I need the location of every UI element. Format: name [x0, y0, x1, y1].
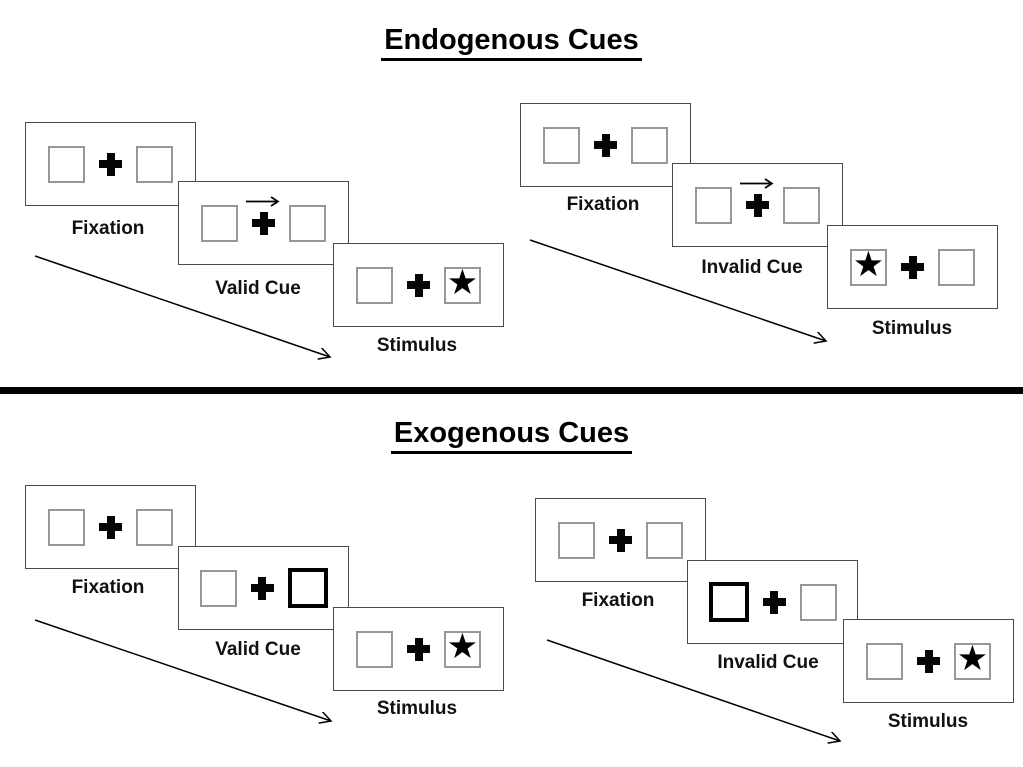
cue-direction-arrow-icon	[246, 195, 280, 207]
panel-label: Fixation	[71, 577, 145, 598]
left-box	[866, 642, 903, 680]
fixation-cross-icon	[594, 133, 617, 157]
section-title-exogenous: Exogenous Cues	[0, 417, 1023, 454]
left-box	[48, 508, 85, 546]
panel-label: Valid Cue	[215, 278, 301, 299]
right-box	[287, 568, 328, 608]
left-box	[356, 630, 393, 668]
fixation-cross-icon	[99, 152, 122, 176]
fixation-cross-icon	[762, 590, 786, 614]
panel-label: Valid Cue	[215, 639, 301, 660]
fixation-panel	[25, 485, 196, 569]
panel-label: Stimulus	[887, 711, 969, 732]
left-box	[201, 204, 238, 242]
right-box	[136, 508, 173, 546]
stimulus-panel: ★	[333, 607, 504, 691]
stimulus-panel: ★	[843, 619, 1014, 703]
right-box	[289, 204, 326, 242]
timeline-arrow	[34, 255, 330, 357]
panel-label: Invalid Cue	[701, 257, 803, 278]
left-box	[199, 569, 237, 607]
panel-label: Stimulus	[871, 318, 953, 339]
cue-panel	[687, 560, 858, 644]
fixation-panel	[520, 103, 691, 187]
fixation-cross-icon	[250, 576, 274, 600]
left-box	[558, 521, 595, 559]
left-box	[543, 126, 580, 164]
right-box: ★	[444, 630, 481, 668]
fixation-cross-icon	[609, 528, 632, 552]
cue-direction-arrow-icon	[740, 177, 774, 189]
cue-panel	[178, 181, 349, 265]
timeline-arrow	[34, 619, 331, 721]
cue-panel	[672, 163, 843, 247]
right-box	[799, 583, 837, 621]
fixation-cross-icon	[407, 273, 430, 297]
section-divider	[0, 387, 1023, 394]
left-box: ★	[850, 248, 887, 286]
right-box	[631, 126, 668, 164]
right-box	[136, 145, 173, 183]
section-title-endogenous: Endogenous Cues	[0, 24, 1023, 61]
left-box	[708, 582, 749, 622]
panel-label: Fixation	[581, 590, 655, 611]
right-box: ★	[954, 642, 991, 680]
fixation-cross-icon	[99, 515, 122, 539]
right-box	[938, 248, 975, 286]
stimulus-panel: ★	[333, 243, 504, 327]
right-box: ★	[444, 266, 481, 304]
fixation-cross-icon	[901, 255, 924, 279]
fixation-cross-icon	[252, 211, 275, 235]
left-box	[356, 266, 393, 304]
fixation-panel	[25, 122, 196, 206]
panel-label: Fixation	[566, 194, 640, 215]
fixation-cross-icon	[917, 649, 940, 673]
timeline-arrow	[546, 639, 840, 741]
panel-label: Fixation	[71, 218, 145, 239]
right-box	[646, 521, 683, 559]
left-box	[48, 145, 85, 183]
right-box	[783, 186, 820, 224]
panel-label: Invalid Cue	[717, 652, 819, 673]
stimulus-panel: ★	[827, 225, 998, 309]
panel-label: Stimulus	[376, 698, 458, 719]
left-box	[695, 186, 732, 224]
panel-label: Stimulus	[376, 335, 458, 356]
fixation-cross-icon	[407, 637, 430, 661]
timeline-arrow	[529, 239, 826, 341]
fixation-panel	[535, 498, 706, 582]
fixation-cross-icon	[746, 193, 769, 217]
cue-panel	[178, 546, 349, 630]
